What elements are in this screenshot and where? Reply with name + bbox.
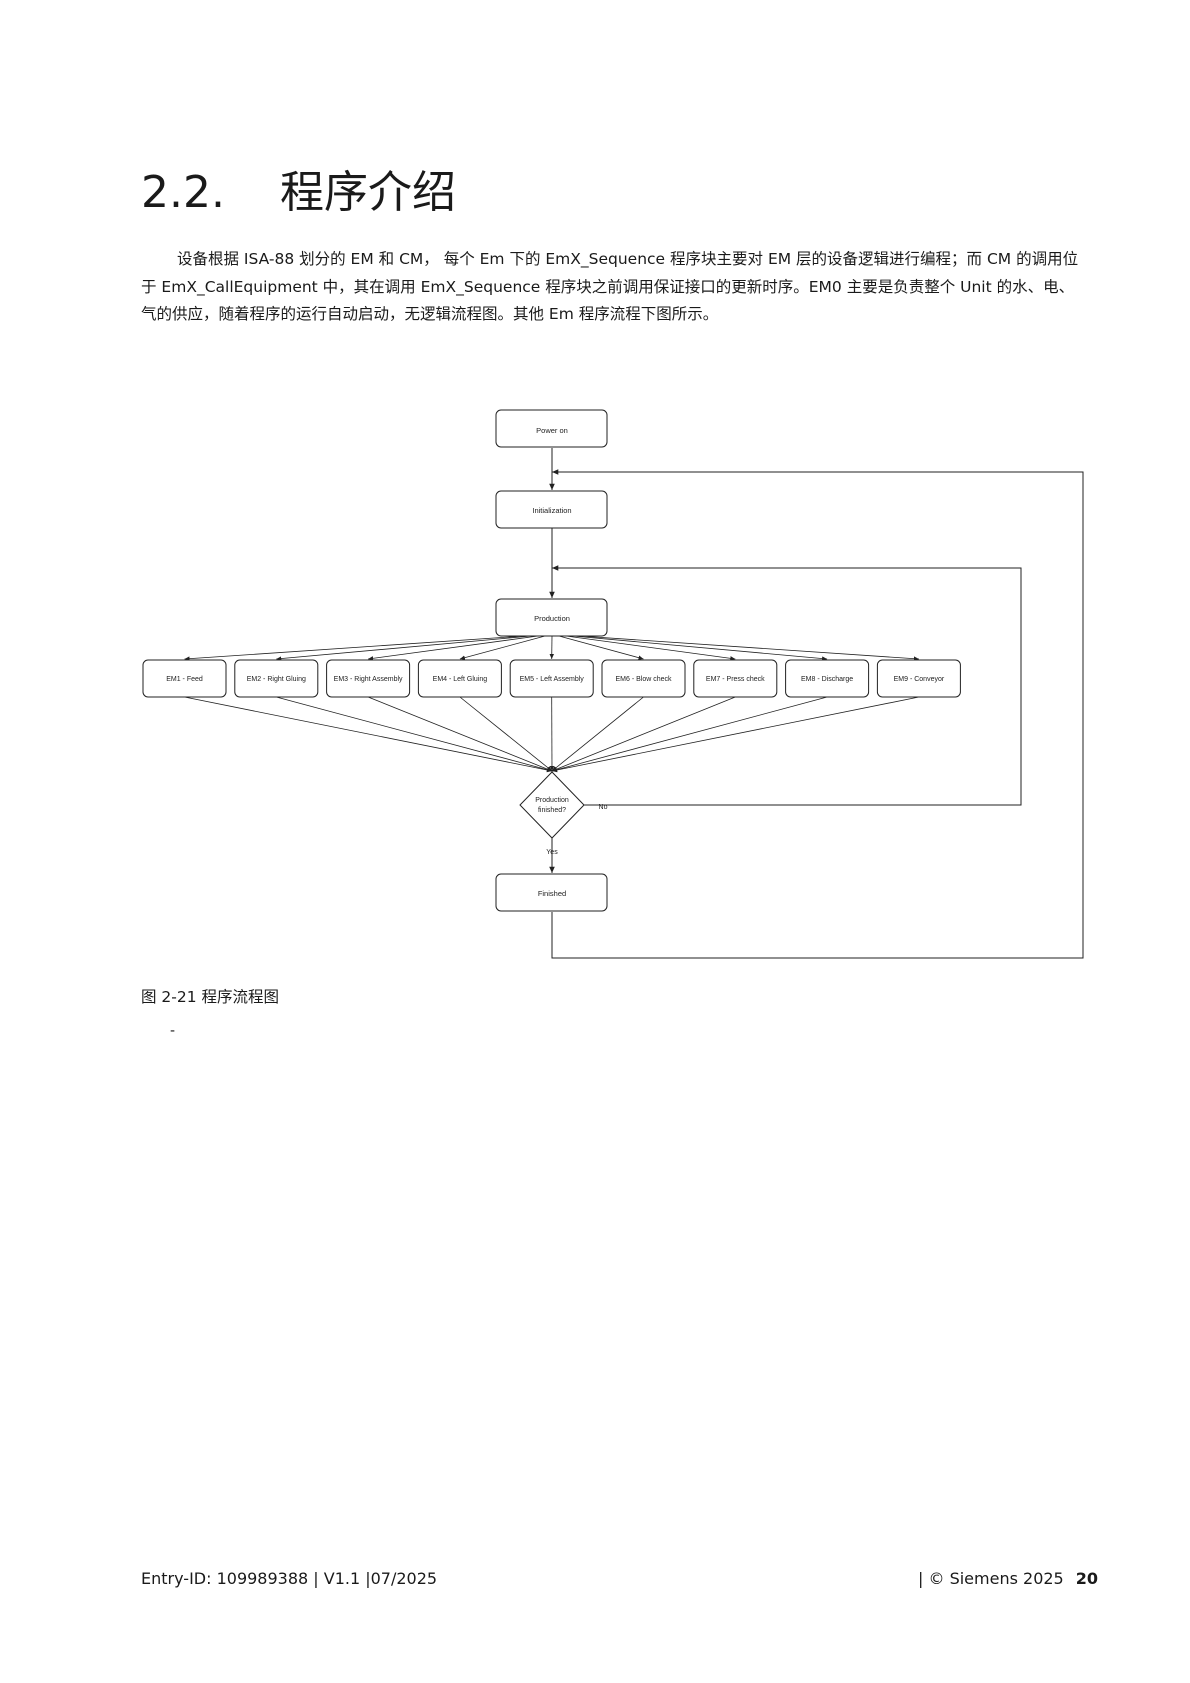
node-production-label: Production: [534, 614, 570, 623]
node-initialization: [495, 490, 608, 529]
node-module-label: EM9 - Conveyor: [894, 676, 945, 683]
edge-production-module: [572, 635, 828, 661]
node-power-on: [495, 409, 608, 448]
edge-production-module: [459, 635, 546, 660]
edge-production-module: [558, 635, 644, 660]
node-finished: [495, 873, 608, 912]
intro-paragraph: 设备根据 ISA-88 划分的 EM 和 CM， 每个 Em 下的 EmX_Se…: [141, 250, 1079, 323]
node-module-label: EM6 - Blow check: [615, 676, 672, 683]
node-module-label: EM4 - Left Gluing: [433, 676, 488, 683]
edge-module-decision: [551, 696, 919, 773]
node-module-label: EM3 - Right Assembly: [334, 676, 403, 683]
node-finished-label: Finished: [538, 889, 566, 898]
page-number: 20: [1075, 1569, 1098, 1588]
node-module-label: EM8 - Discharge: [801, 676, 853, 683]
footer-copyright-text: | © Siemens 2025: [918, 1569, 1064, 1588]
dash-mark: -: [170, 1023, 176, 1039]
node-module: [509, 659, 594, 698]
edge-module-decision: [367, 696, 553, 772]
section-number: 2.2.: [141, 167, 225, 218]
edge-production-module: [276, 635, 532, 661]
section-heading: 2.2. 程序介绍: [141, 163, 456, 223]
node-module: [142, 659, 227, 698]
edge-production-module: [184, 635, 525, 661]
label-no: No: [599, 804, 608, 811]
node-module: [234, 659, 319, 698]
edge-production-module: [565, 635, 736, 661]
program-flowchart: Power on Initialization Production EM1 -…: [142, 409, 1084, 959]
node-decision-label-2: finished?: [538, 807, 566, 814]
node-module: [601, 659, 686, 698]
section-title: 程序介绍: [280, 167, 456, 218]
node-decision: [519, 771, 585, 839]
node-production: [495, 598, 608, 637]
edge-module-decision: [551, 696, 736, 772]
node-module-label: EM7 - Press check: [706, 676, 765, 683]
node-module-label: EM1 - Feed: [166, 676, 203, 683]
edge-no-loop: [552, 565, 1022, 806]
node-module: [693, 659, 778, 698]
node-module: [326, 659, 411, 698]
edge-module-decision: [551, 696, 644, 772]
figure-caption: 图 2-21 程序流程图: [141, 988, 280, 1006]
node-power-on-label: Power on: [536, 426, 568, 435]
edge-production-module: [579, 635, 919, 661]
edge-module-decision: [551, 696, 828, 772]
label-yes: Yes: [546, 849, 558, 856]
node-module-label: EM5 - Left Assembly: [520, 676, 585, 683]
edge-module-decision: [276, 696, 553, 772]
node-module: [417, 659, 502, 698]
edge-module-decision: [459, 696, 553, 772]
edge-production-module: [368, 635, 539, 661]
footer-entry-id: Entry-ID: 109989388 | V1.1 |07/2025: [141, 1569, 438, 1588]
node-initialization-label: Initialization: [532, 506, 571, 515]
footer-copyright: | © Siemens 2025 20: [918, 1569, 1098, 1588]
node-module: [785, 659, 870, 698]
edge-module-decision: [184, 696, 553, 773]
edge-finished-loop: [551, 469, 1084, 959]
node-decision-label-1: Production: [535, 797, 569, 804]
node-module: [876, 659, 961, 698]
node-module-label: EM2 - Right Gluing: [247, 676, 306, 683]
